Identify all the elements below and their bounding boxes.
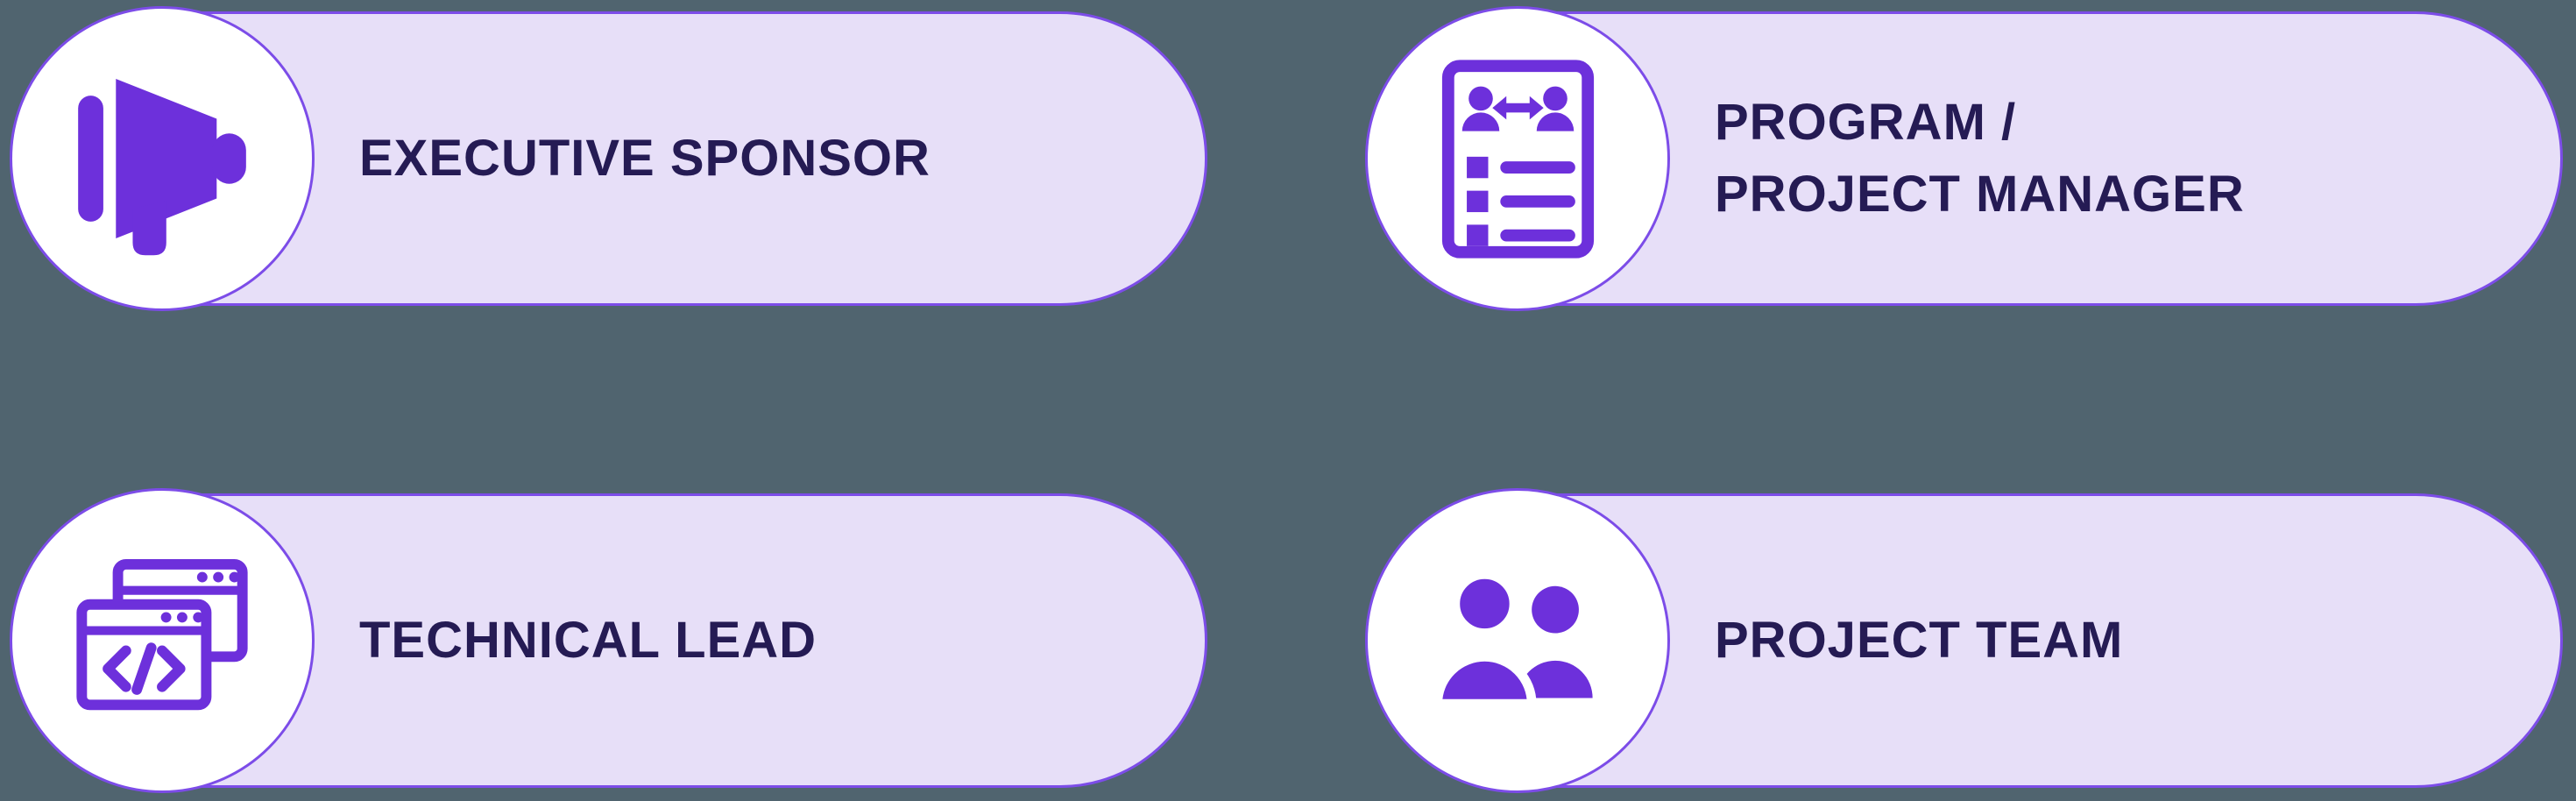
icon-circle <box>1365 488 1670 793</box>
role-card-executive-sponsor: EXECUTIVE SPONSOR <box>10 6 1207 311</box>
code-window-icon <box>66 544 258 737</box>
icon-circle <box>10 488 315 793</box>
role-label: TECHNICAL LEAD <box>359 611 817 669</box>
stakeholder-checklist-icon <box>1406 47 1630 271</box>
role-card-project-team: PROJECT TEAM <box>1365 488 2563 793</box>
role-label: PROGRAM / PROJECT MANAGER <box>1715 93 2245 223</box>
icon-circle <box>1365 6 1670 311</box>
icon-circle <box>10 6 315 311</box>
role-card-technical-lead: TECHNICAL LEAD <box>10 488 1207 793</box>
role-card-program-project-manager: PROGRAM / PROJECT MANAGER <box>1365 6 2563 311</box>
role-label: PROJECT TEAM <box>1715 611 2124 669</box>
megaphone-icon <box>61 58 263 259</box>
team-icon <box>1424 547 1612 735</box>
role-label: EXECUTIVE SPONSOR <box>359 129 931 187</box>
